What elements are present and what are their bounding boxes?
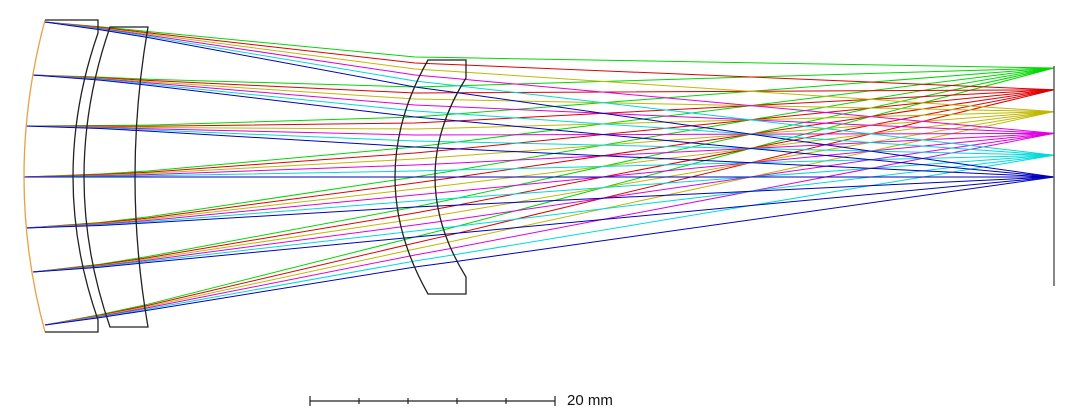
ray-field-6-pupil-7 xyxy=(44,176,1055,326)
ray-field-1-pupil-4 xyxy=(23,67,1055,178)
lens-1 xyxy=(45,19,99,333)
ray-field-1-pupil-1 xyxy=(44,21,1055,69)
ray-field-6-pupil-6 xyxy=(32,176,1055,273)
ray-field-6-pupil-2 xyxy=(32,74,1055,178)
ray-field-5-pupil-6 xyxy=(32,154,1055,273)
lens-3 xyxy=(394,59,467,295)
ray-field-5-pupil-7 xyxy=(44,154,1055,326)
ray-field-1-pupil-3 xyxy=(25,67,1055,127)
ray-field-6-pupil-1 xyxy=(44,21,1055,178)
scale-bar xyxy=(309,396,556,406)
ray-field-6-pupil-5 xyxy=(25,176,1055,229)
lens-2 xyxy=(83,26,149,328)
stop-surface xyxy=(23,19,46,333)
ray-group xyxy=(23,21,1055,326)
ray-field-6-pupil-3 xyxy=(25,125,1055,178)
scale-bar-label: 20 mm xyxy=(567,392,613,409)
